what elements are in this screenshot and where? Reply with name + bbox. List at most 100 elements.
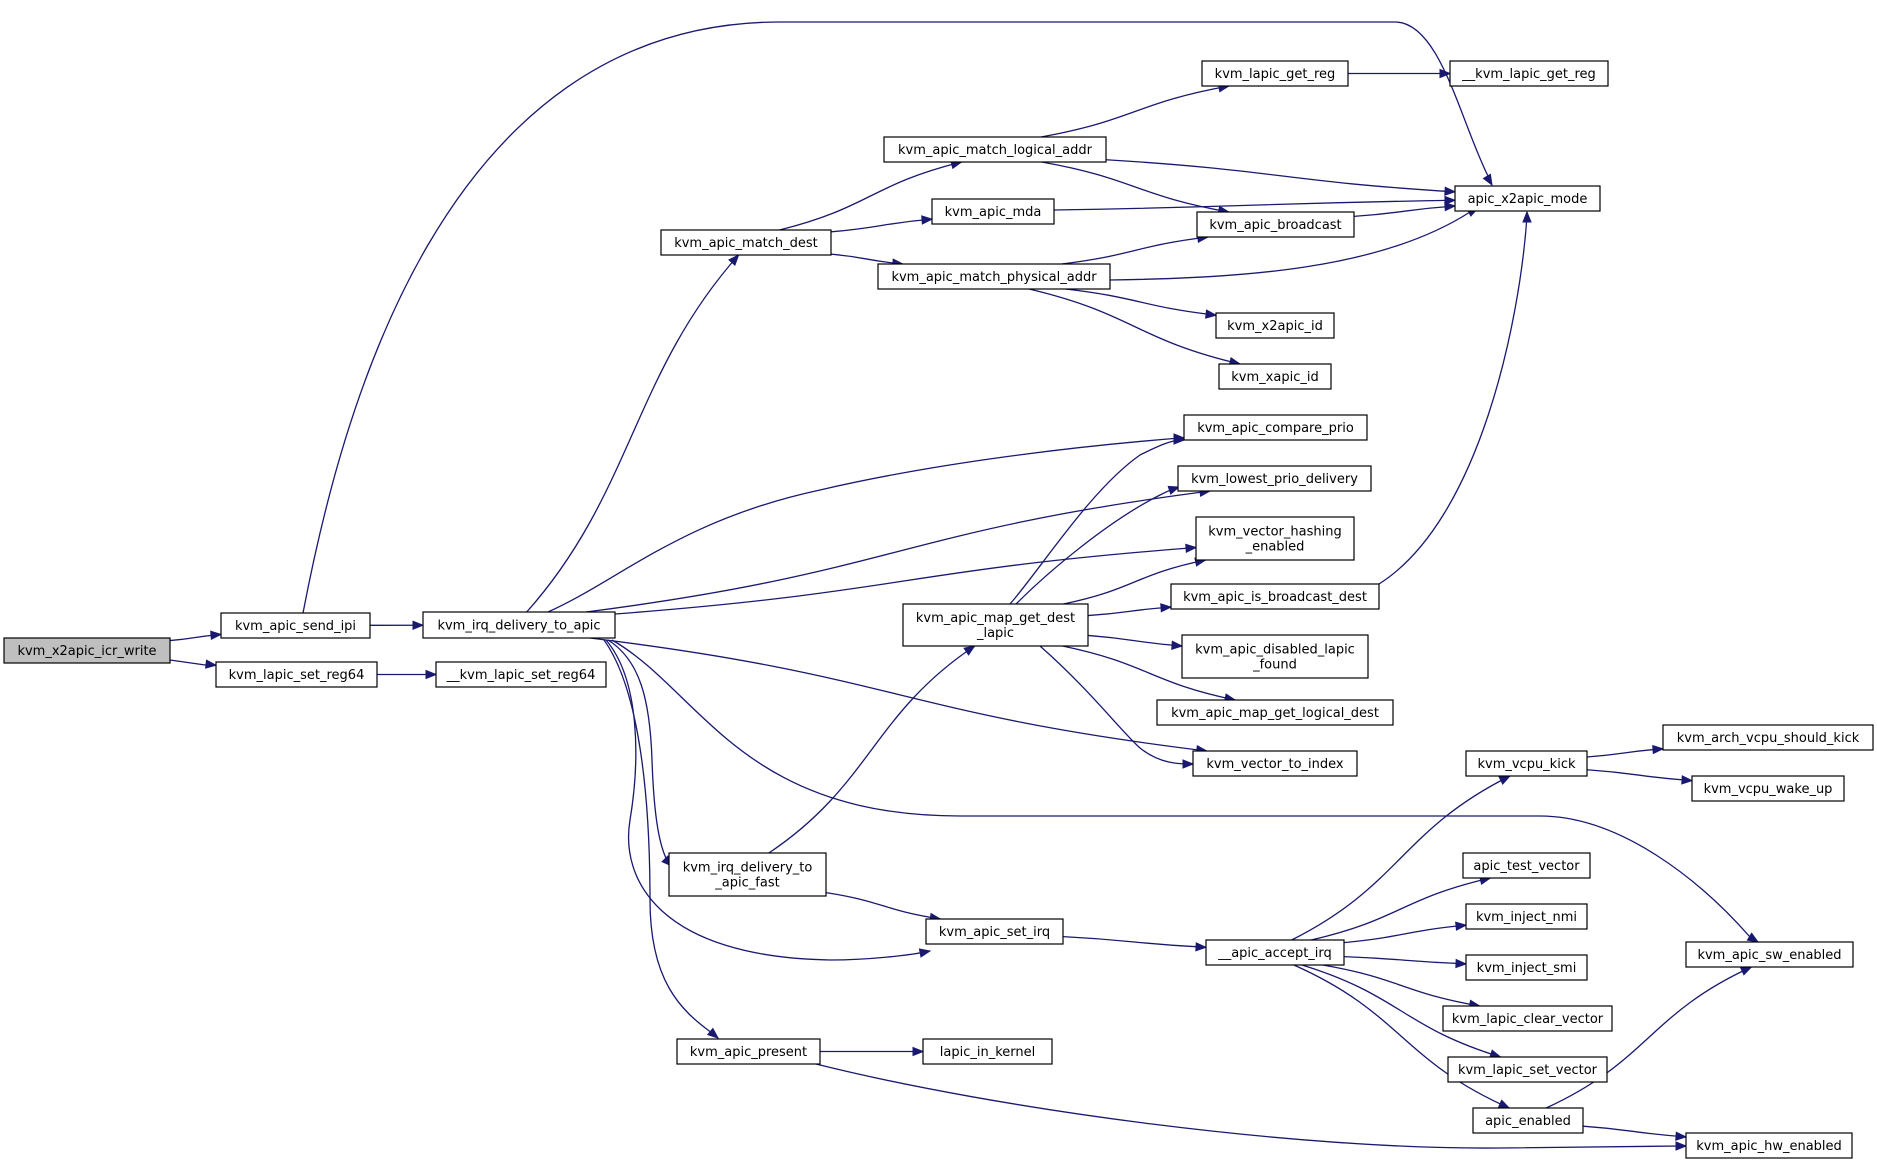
node-vcpu-kick[interactable]: kvm_vcpu_kick xyxy=(1465,750,1588,777)
node-disabled-lapic[interactable]: kvm_apic_disabled_lapic_found xyxy=(1181,634,1369,679)
node-broadcast[interactable]: kvm_apic_broadcast xyxy=(1196,211,1355,238)
edge-line xyxy=(1061,236,1208,265)
call-edge-apic_enabled-to-hw_enabled xyxy=(1582,1125,1688,1141)
edge-line xyxy=(1343,955,1467,965)
node-box xyxy=(1472,1107,1584,1134)
node-label: kvm_x2apic_icr_write xyxy=(17,644,156,659)
node-label: kvm_inject_nmi xyxy=(1476,910,1577,925)
node-match-physical[interactable]: kvm_apic_match_physical_addr xyxy=(877,263,1111,290)
node-should-kick[interactable]: kvm_arch_vcpu_should_kick xyxy=(1662,724,1874,751)
node-vector-hashing[interactable]: kvm_vector_hashing_enabled xyxy=(1195,516,1355,561)
node-label: __kvm_lapic_get_reg xyxy=(1461,67,1596,82)
call-edge-irq_fast-to-set_irq xyxy=(825,891,942,923)
node-label: kvm_apic_compare_prio xyxy=(1197,421,1354,436)
edge-line xyxy=(1586,748,1664,758)
node-wake-up[interactable]: kvm_vcpu_wake_up xyxy=(1691,775,1845,802)
node-map-get-dest[interactable]: kvm_apic_map_get_dest_lapic xyxy=(902,603,1089,647)
edge-line xyxy=(1293,964,1510,1109)
node-irq-fast[interactable]: kvm_irq_delivery_to_apic_fast xyxy=(668,852,827,897)
node-label: kvm_lapic_clear_vector xyxy=(1452,1012,1604,1027)
node-is-broadcast[interactable]: kvm_apic_is_broadcast_dest xyxy=(1170,583,1380,610)
call-edge-map_get_dest-to-disabled_lapic xyxy=(1087,634,1184,650)
node-inject-nmi[interactable]: kvm_inject_nmi xyxy=(1465,903,1588,930)
node-x2apic-id[interactable]: kvm_x2apic_id xyxy=(1215,312,1335,339)
arrowhead xyxy=(1439,68,1452,79)
call-edge-map_get_dest-to-compare_prio xyxy=(1009,435,1186,605)
call-edge-irq_delivery-to-vector_to_index xyxy=(589,637,1209,755)
arrowhead xyxy=(963,645,976,656)
arrowhead xyxy=(912,1046,925,1057)
node-match-logical[interactable]: kvm_apic_match_logical_addr xyxy=(883,136,1107,163)
node-label: kvm_lapic_get_reg xyxy=(1215,67,1336,82)
arrowhead xyxy=(1205,309,1218,319)
edge-line xyxy=(1040,85,1230,138)
node-box xyxy=(902,603,1089,647)
node-box xyxy=(1195,516,1355,561)
node-label: kvm_vector_hashing xyxy=(1208,525,1341,540)
node-label: kvm_x2apic_id xyxy=(1227,319,1323,334)
node-map-logical[interactable]: kvm_apic_map_get_logical_dest xyxy=(1156,699,1394,726)
node-test-vector[interactable]: apic_test_vector xyxy=(1462,852,1591,879)
edge-line xyxy=(1582,1125,1687,1138)
node-compare-prio[interactable]: kvm_apic_compare_prio xyxy=(1183,414,1368,441)
call-edge-vcpu_kick-to-wake_up xyxy=(1586,769,1694,785)
node-get-reg[interactable]: kvm_lapic_get_reg xyxy=(1201,60,1349,87)
node-label: __kvm_lapic_set_reg64 xyxy=(446,668,596,683)
edge-line xyxy=(1065,288,1217,316)
call-edge-map_get_dest-to-is_broadcast xyxy=(1087,603,1173,617)
node-vector-to-index[interactable]: kvm_vector_to_index xyxy=(1192,750,1358,777)
node-label: kvm_apic_match_logical_addr xyxy=(898,143,1093,158)
node-box xyxy=(1465,750,1588,777)
node-lapic-in-kernel[interactable]: lapic_in_kernel xyxy=(922,1038,1053,1065)
node-label: _lapic xyxy=(976,626,1014,641)
node-lowest-prio[interactable]: kvm_lowest_prio_delivery xyxy=(1177,465,1372,492)
node-hw-enabled[interactable]: kvm_apic_hw_enabled xyxy=(1685,1132,1853,1159)
edge-line xyxy=(302,21,1489,614)
edge-line xyxy=(585,490,1211,613)
node-send-ipi[interactable]: kvm_apic_send_ipi xyxy=(220,612,371,639)
node-clear-vector[interactable]: kvm_lapic_clear_vector xyxy=(1442,1005,1613,1032)
node-x2apic-mode[interactable]: apic_x2apic_mode xyxy=(1454,185,1601,212)
arrowhead xyxy=(728,253,740,266)
node-apic-mda[interactable]: kvm_apic_mda xyxy=(931,198,1055,225)
node-label: kvm_vcpu_kick xyxy=(1477,757,1576,772)
call-edge-apic_mda-to-x2apic_mode xyxy=(1053,195,1457,211)
node---set-reg64[interactable]: __kvm_lapic_set_reg64 xyxy=(435,661,607,688)
call-edge-irq_delivery-to-irq_fast xyxy=(607,639,673,867)
node-root[interactable]: kvm_x2apic_icr_write xyxy=(3,637,171,664)
node-irq-delivery[interactable]: kvm_irq_delivery_to_apic xyxy=(422,611,616,639)
node-set-irq[interactable]: kvm_apic_set_irq xyxy=(925,918,1064,945)
node-apic-enabled[interactable]: apic_enabled xyxy=(1472,1107,1584,1134)
edge-line xyxy=(779,161,962,231)
node-label: apic_test_vector xyxy=(1473,859,1580,874)
node-box xyxy=(1205,939,1345,966)
node-box xyxy=(422,611,616,639)
edge-line xyxy=(1353,205,1456,218)
node-match-dest[interactable]: kvm_apic_match_dest xyxy=(660,229,832,256)
node-apic-present[interactable]: kvm_apic_present xyxy=(676,1038,821,1065)
node-box xyxy=(1454,185,1601,212)
node-set-vector[interactable]: kvm_lapic_set_vector xyxy=(1447,1056,1608,1083)
node-box xyxy=(1685,941,1854,968)
arrowhead xyxy=(1444,195,1457,206)
node-box xyxy=(1465,903,1588,930)
edge-line xyxy=(1041,161,1229,213)
node---get-reg[interactable]: __kvm_lapic_get_reg xyxy=(1449,60,1609,87)
edge-line xyxy=(1015,486,1180,605)
node-box xyxy=(1192,750,1358,777)
node-box xyxy=(435,661,607,688)
node-box xyxy=(1170,583,1380,610)
node-accept-irq[interactable]: __apic_accept_irq xyxy=(1205,939,1345,966)
node-box xyxy=(1196,211,1355,238)
node-xapic-id[interactable]: kvm_xapic_id xyxy=(1218,363,1332,390)
node-layer: kvm_x2apic_icr_writekvm_apic_send_ipikvm… xyxy=(3,60,1874,1159)
call-edge-is_broadcast-to-x2apic_mode xyxy=(1378,210,1532,585)
node-box xyxy=(1177,465,1372,492)
call-edge-accept_irq-to-clear_vector xyxy=(1322,964,1482,1009)
node-set-reg64[interactable]: kvm_lapic_set_reg64 xyxy=(215,661,378,688)
node-inject-smi[interactable]: kvm_inject_smi xyxy=(1465,954,1588,981)
call-edge-set_irq-to-accept_irq xyxy=(1062,935,1208,952)
edge-line xyxy=(1053,199,1456,211)
node-box xyxy=(1447,1056,1608,1083)
node-sw-enabled[interactable]: kvm_apic_sw_enabled xyxy=(1685,941,1854,968)
